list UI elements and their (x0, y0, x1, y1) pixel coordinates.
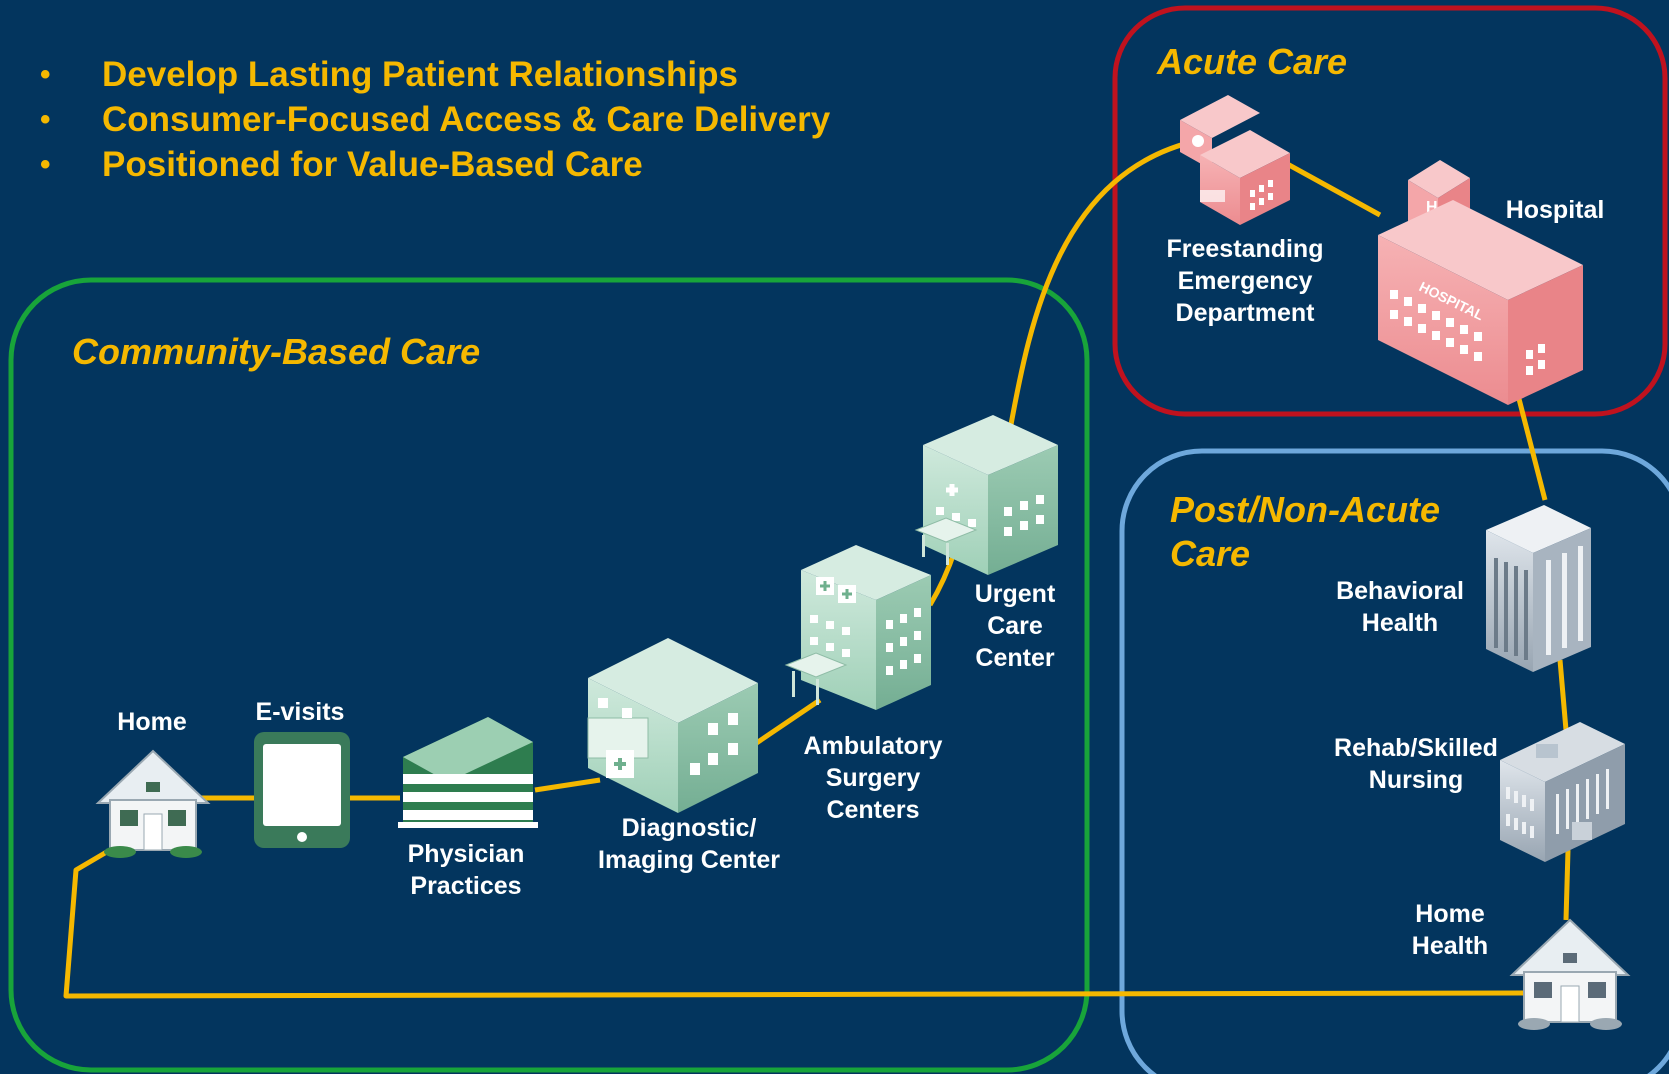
acute-care-title: Acute Care (1157, 41, 1348, 82)
community-care-title: Community-Based Care (72, 331, 481, 372)
office-building-icon (398, 717, 538, 828)
tablet-icon (254, 732, 350, 848)
goal-item: Develop Lasting Patient Relationships (40, 52, 830, 97)
post-acute-care-title: Post/Non-Acute Care (1170, 489, 1440, 574)
surgery-center-icon (784, 545, 931, 710)
hospital-label: Hospital (1505, 196, 1605, 224)
freestanding-ed-label: Freestanding Emergency Department (1166, 235, 1324, 327)
physician-practices-label: Physician Practices (407, 840, 525, 900)
house-icon-home-health (1509, 918, 1631, 1030)
house-icon (95, 749, 211, 858)
home-label: Home (117, 708, 187, 736)
community-care-region (8, 277, 1090, 1073)
diagnostic-imaging-label: Diagnostic/ Imaging Center (598, 814, 780, 874)
care-path-line (63, 137, 1571, 999)
diagnostic-center-icon (587, 638, 758, 813)
post-acute-care-region (1119, 448, 1669, 1074)
emergency-department-icon (1180, 95, 1290, 225)
ambulatory-surgery-label: Ambulatory Surgery Centers (803, 732, 943, 824)
rehab-skilled-nursing-label: Rehab/Skilled Nursing (1334, 734, 1498, 794)
home-health-label: Home Health (1411, 900, 1489, 960)
nursing-facility-icon (1500, 722, 1625, 862)
tower-building-icon (1486, 505, 1591, 672)
hospital-roof-mark: H (1426, 199, 1438, 216)
key-goals-list: Develop Lasting Patient Relationships Co… (40, 52, 830, 187)
acute-care-region (1112, 5, 1668, 417)
urgent-care-label: Urgent Care Center (974, 580, 1056, 672)
hospital-icon: H HOSPITAL (1378, 160, 1583, 405)
goal-item: Consumer-Focused Access & Care Delivery (40, 97, 830, 142)
goal-item: Positioned for Value-Based Care (40, 142, 830, 187)
urgent-care-icon (914, 415, 1058, 575)
behavioral-health-label: Behavioral Health (1336, 577, 1464, 637)
evisits-label: E-visits (255, 698, 345, 726)
